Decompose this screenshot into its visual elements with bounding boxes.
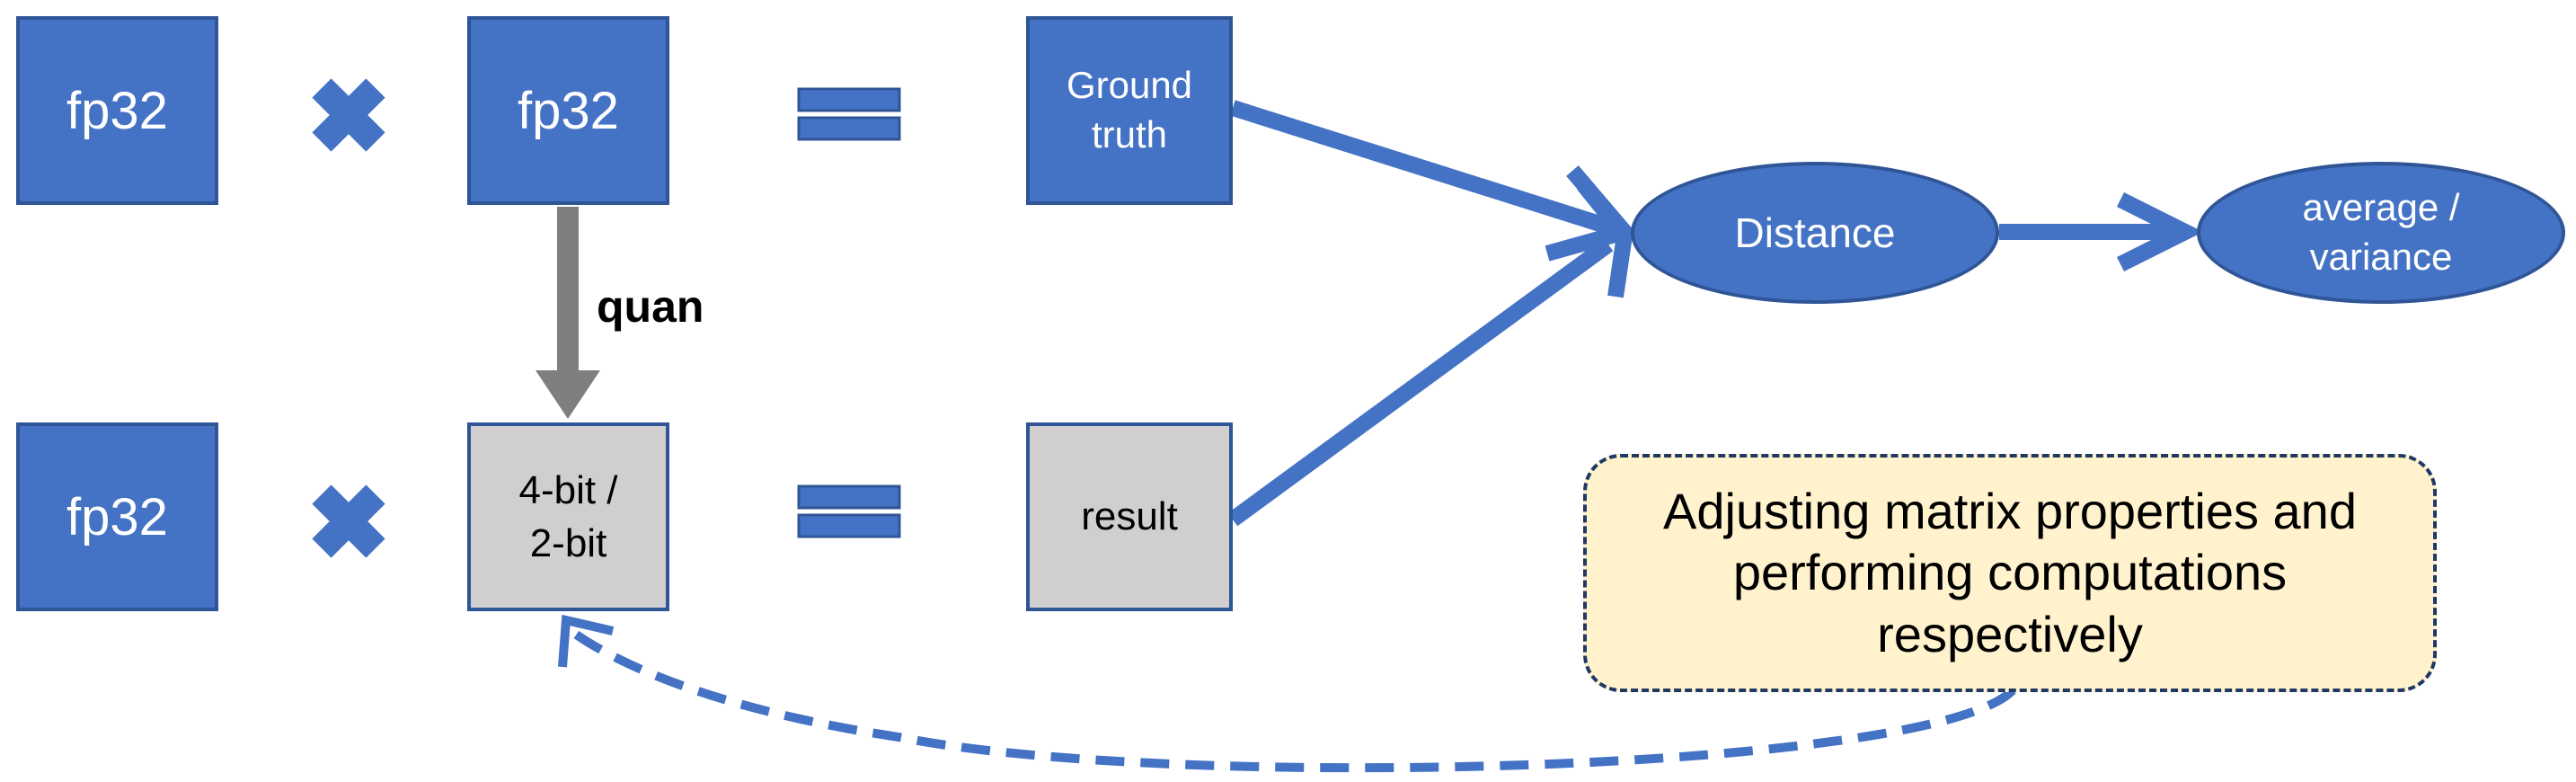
fp32-box-row1-left: fp32	[16, 16, 218, 205]
quan-arrow	[536, 207, 600, 419]
fp32-box-row1-mid: fp32	[467, 16, 669, 205]
fp32-label: fp32	[66, 487, 168, 547]
multiply-icon-row2	[312, 484, 385, 558]
fp32-box-row2-left: fp32	[16, 422, 218, 611]
arrow-distance-to-stats	[1999, 191, 2204, 272]
result-box: result	[1026, 422, 1233, 611]
dashed-feedback-arrow	[558, 614, 2016, 773]
multiply-icon-row1	[312, 78, 385, 152]
arrow-ground-truth-to-distance	[1230, 100, 1639, 262]
average-variance-ellipse: average / variance	[2197, 162, 2565, 304]
distance-ellipse: Distance	[1631, 162, 1999, 304]
quan-label: quan	[597, 281, 704, 332]
quantized-box: 4-bit / 2-bit	[467, 422, 669, 611]
note-text: Adjusting matrix properties and performi…	[1663, 483, 2357, 662]
equals-icon-row1	[797, 87, 901, 141]
result-label: result	[1081, 494, 1178, 538]
arrow-result-to-distance	[1227, 179, 1633, 527]
note-callout: Adjusting matrix properties and performi…	[1583, 454, 2437, 692]
average-variance-label: average / variance	[2302, 186, 2460, 278]
fp32-label: fp32	[518, 81, 619, 140]
equals-icon-row2	[797, 484, 901, 538]
ground-truth-box: Ground truth	[1026, 16, 1233, 205]
ground-truth-label: Ground truth	[1066, 64, 1193, 156]
quantized-label: 4-bit / 2-bit	[518, 467, 618, 565]
distance-label: Distance	[1734, 209, 1896, 256]
fp32-label: fp32	[66, 81, 168, 140]
